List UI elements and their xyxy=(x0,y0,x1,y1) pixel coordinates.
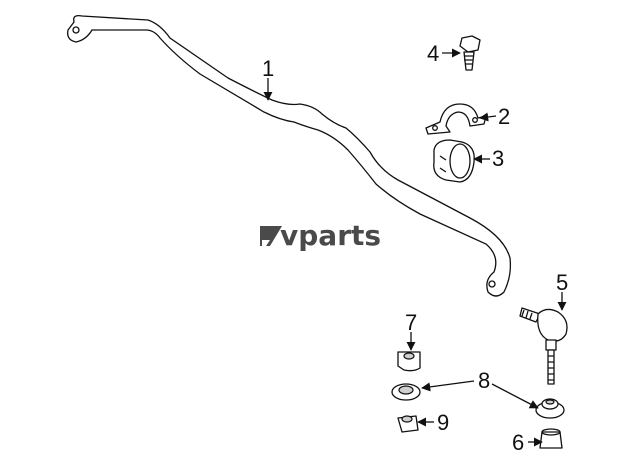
bushing-bracket xyxy=(425,103,487,135)
stabilizer-bar xyxy=(67,14,512,297)
callout-4: 4 xyxy=(427,41,439,66)
callout-2: 2 xyxy=(498,104,510,129)
stabilizer-link xyxy=(519,307,568,385)
link-nut xyxy=(539,428,563,449)
brand-wordmark: vparts xyxy=(280,219,381,252)
link-bushing-upper xyxy=(397,351,421,372)
link-bushing-lower xyxy=(397,415,419,433)
callout-7: 7 xyxy=(405,310,417,335)
callout-9: 9 xyxy=(437,410,449,435)
leader-lines xyxy=(263,48,567,447)
stabilizer-bushing xyxy=(433,139,475,183)
watermark-logo: vparts xyxy=(260,219,381,252)
callout-1: 1 xyxy=(262,56,274,81)
callout-8: 8 xyxy=(478,368,490,393)
brand-mark-icon xyxy=(260,226,288,246)
callout-5: 5 xyxy=(556,270,568,295)
callout-3: 3 xyxy=(492,146,504,171)
callout-6: 6 xyxy=(512,430,524,455)
callout-labels: 1 2 3 4 5 6 7 8 9 xyxy=(262,41,568,455)
link-washer xyxy=(391,383,565,419)
mounting-bolt xyxy=(459,35,481,71)
